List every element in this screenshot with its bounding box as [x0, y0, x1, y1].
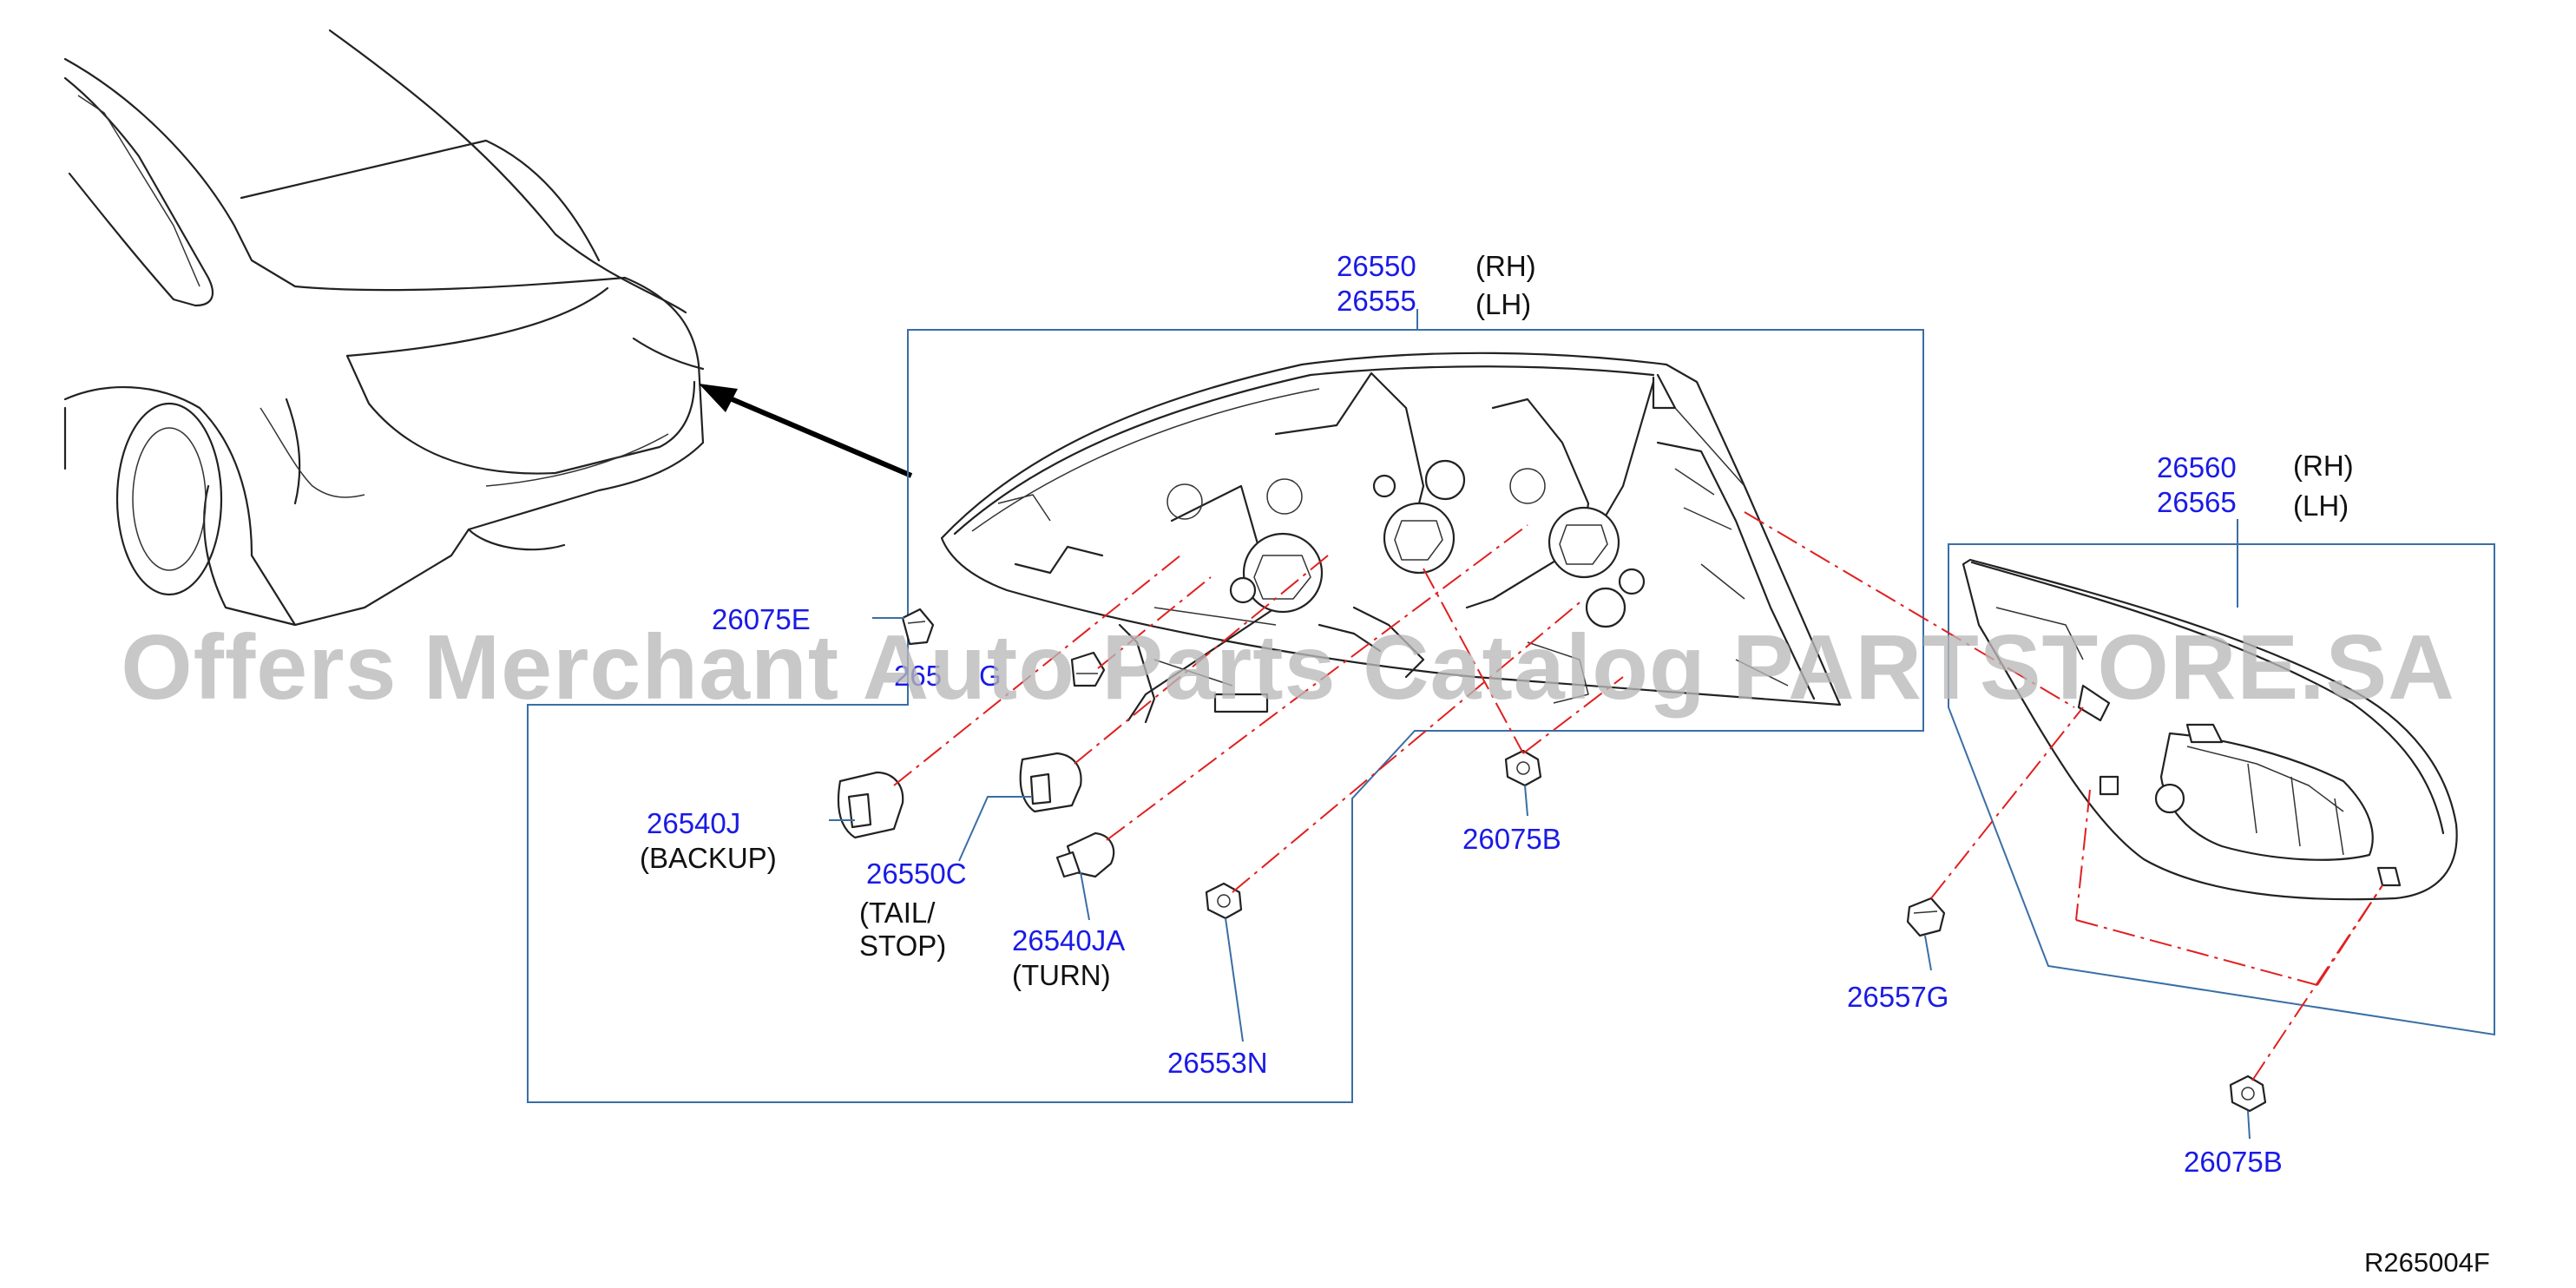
label-26550C-desc2: STOP) — [859, 930, 946, 962]
clip-26557G — [1906, 897, 1946, 937]
group-frames — [527, 329, 2495, 1103]
label-26075E: 26075E — [712, 603, 811, 635]
label-26550C-desc1: (TAIL/ — [859, 897, 936, 929]
label-26555: 26555 — [1337, 285, 1416, 317]
install-lines — [893, 511, 2383, 1081]
label-26540J-desc: (BACKUP) — [640, 842, 777, 874]
label-26550C: 26550C — [866, 858, 967, 890]
bulb-26540J — [837, 771, 904, 839]
clip-26075B-right — [2229, 1074, 2267, 1113]
label-26560-side: (RH) — [2293, 450, 2354, 482]
car-rear-illustration — [63, 29, 913, 627]
label-2655xG-tail: G — [979, 660, 1002, 692]
bulb-26550C — [1019, 752, 1082, 813]
label-26075B-right: 26075B — [2184, 1146, 2283, 1178]
clip-2655xG — [1070, 651, 1106, 687]
clip-26075B-center — [1504, 749, 1542, 787]
leader-lines — [829, 309, 2251, 1140]
inner-lamp-assembly — [1962, 558, 2458, 901]
clip-26075E — [901, 608, 935, 646]
frame-inner-lamp — [1948, 543, 2495, 1036]
label-26553N: 26553N — [1167, 1047, 1268, 1079]
rear-combination-lamp — [940, 352, 1842, 724]
label-26540J: 26540J — [647, 807, 740, 839]
watermark-text: Offers Merchant Auto Parts Catalog PARTS… — [121, 616, 2455, 719]
label-26075B-center: 26075B — [1462, 823, 1561, 855]
part-labels: 26550 (RH) 26555 (LH) 26560 (RH) 26565 (… — [640, 250, 2490, 1278]
small-parts — [837, 608, 2267, 1113]
label-26550: 26550 — [1337, 250, 1416, 282]
bulb-26540JA — [1055, 831, 1115, 878]
frame-main-lamp — [527, 329, 1924, 1103]
label-26555-side: (LH) — [1475, 288, 1531, 320]
label-26565: 26565 — [2157, 486, 2237, 518]
label-26550-side: (RH) — [1475, 250, 1536, 282]
label-2655xG: 265 — [894, 660, 942, 692]
label-26565-side: (LH) — [2293, 490, 2349, 522]
reference-code: R265004F — [2364, 1247, 2490, 1278]
label-26560: 26560 — [2157, 451, 2237, 483]
label-26540JA: 26540JA — [1012, 924, 1125, 956]
label-26557G: 26557G — [1847, 981, 1948, 1013]
label-26540JA-desc: (TURN) — [1012, 959, 1111, 991]
